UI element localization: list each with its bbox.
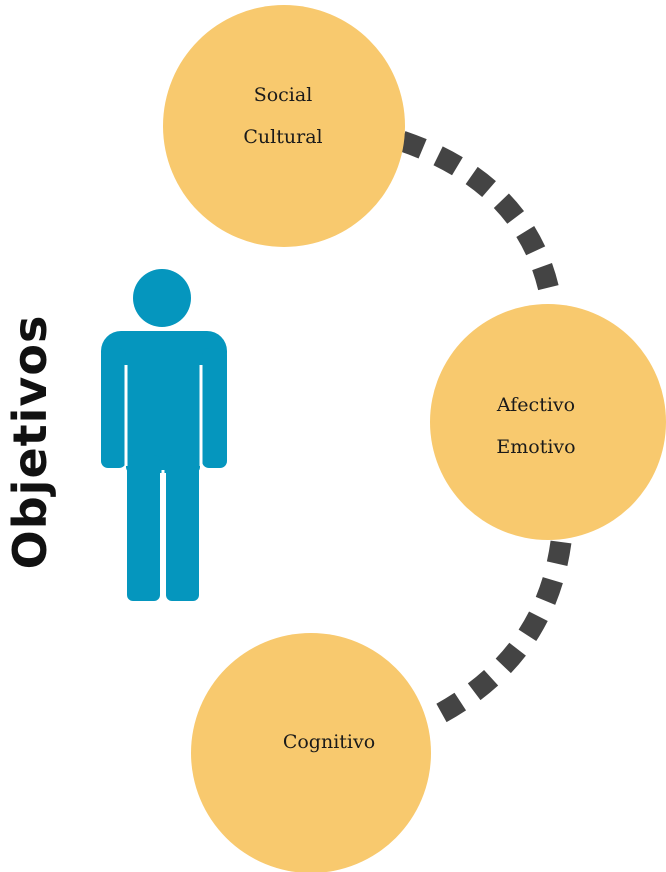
- person-leg-right: [166, 455, 199, 601]
- node-social-circle: [163, 5, 405, 247]
- node-afectivo-label-1: Afectivo: [496, 394, 575, 416]
- connector-afectivo-cognitivo: [427, 540, 572, 728]
- person-leg-left: [127, 455, 160, 601]
- node-afectivo-label-2: Emotivo: [496, 436, 575, 458]
- person-separators: [124, 365, 203, 601]
- node-cognitivo-label: Cognitivo: [283, 731, 375, 753]
- person-shoulders: [101, 331, 227, 373]
- node-cognitivo-circle: [191, 633, 431, 872]
- node-social-label-1: Social: [254, 84, 313, 106]
- connector-social-afectivo: [398, 131, 562, 302]
- node-social-label-2: Cultural: [243, 126, 322, 148]
- person-icon: [101, 269, 227, 601]
- person-arm-right: [202, 348, 227, 468]
- person-arm-left: [101, 348, 126, 468]
- node-afectivo-circle: [430, 304, 666, 540]
- page-title: Objetivos: [3, 315, 57, 570]
- person-head: [133, 269, 191, 327]
